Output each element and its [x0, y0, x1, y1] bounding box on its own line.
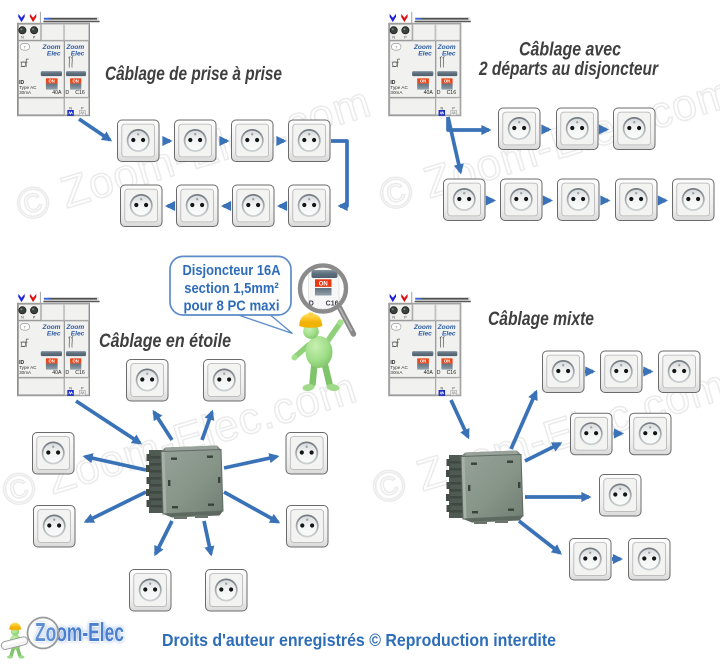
svg-text:Disjoncteur 16A: Disjoncteur 16A [183, 262, 281, 279]
svg-text:Câblage mixte: Câblage mixte [488, 308, 594, 330]
svg-text:D: D [309, 301, 314, 308]
svg-text:C16: C16 [326, 301, 339, 308]
svg-text:pour 8 PC maxi: pour 8 PC maxi [184, 298, 280, 315]
svg-text:Zoom-Elec: Zoom-Elec [35, 617, 124, 647]
svg-text:Droits d'auteur enregistrés ©: Droits d'auteur enregistrés © Reproducti… [162, 630, 556, 650]
svg-text:Câblage de prise à prise: Câblage de prise à prise [105, 63, 282, 85]
svg-text:2 départs au disjoncteur: 2 départs au disjoncteur [478, 58, 659, 80]
svg-text:Câblage avec: Câblage avec [519, 39, 621, 61]
svg-text:Câblage en étoile: Câblage en étoile [99, 330, 231, 352]
svg-text:section 1,5mm²: section 1,5mm² [184, 280, 279, 297]
svg-text:Zoom-Elec: Zoom-Elec [35, 617, 124, 647]
svg-text:ON: ON [319, 282, 328, 288]
